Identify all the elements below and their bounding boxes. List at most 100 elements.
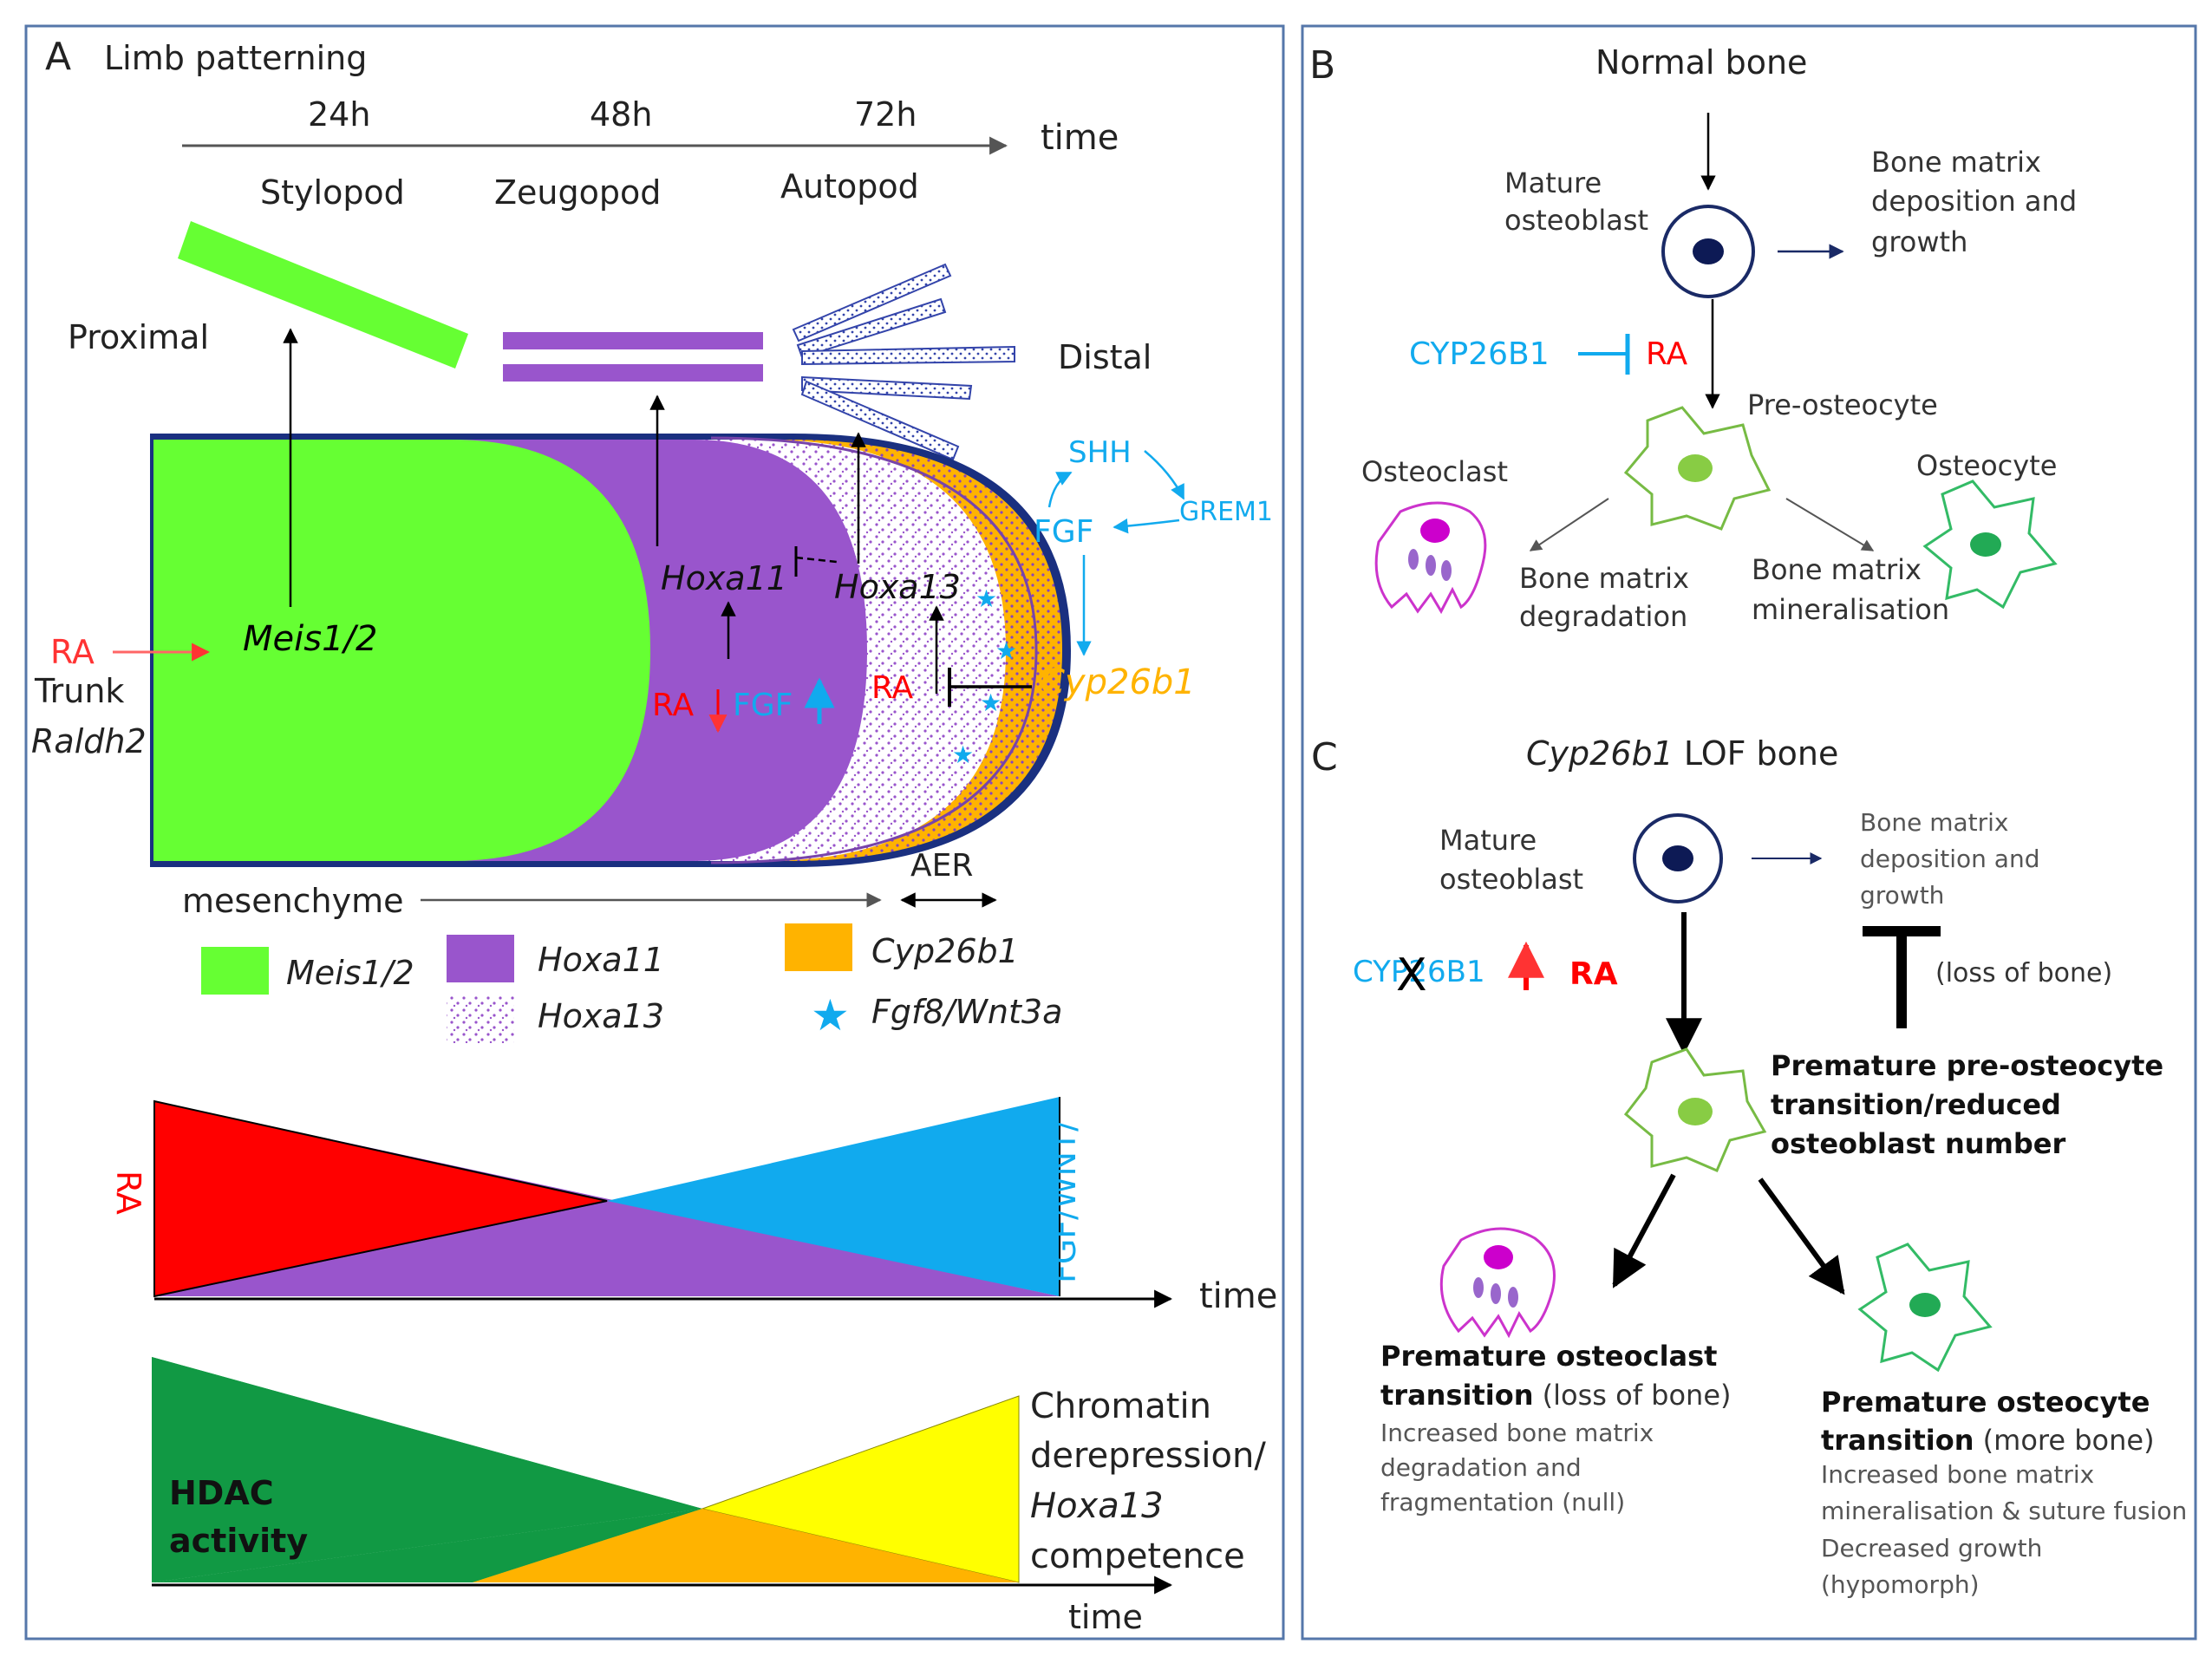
distal-label: Distal [1058, 338, 1152, 376]
b-deg-2: degradation [1519, 600, 1687, 633]
panel-b-letter: B [1309, 43, 1335, 88]
c-ocl-arrow [1612, 1173, 1676, 1288]
autopod-digits [792, 263, 1015, 461]
chrom-line1: Chromatin [1030, 1386, 1211, 1426]
c-ocy-5: Decreased growth [1821, 1534, 2042, 1562]
c-ocy-3: Increased bone matrix [1821, 1460, 2094, 1489]
hdac-line2: activity [169, 1522, 308, 1560]
c-matrix-1: Bone matrix [1860, 808, 2009, 837]
zeugopod-bone-1 [503, 332, 763, 349]
b-osteoclast: Osteoclast [1361, 455, 1508, 488]
b-preosteocyte-cell [1623, 406, 1772, 531]
c-preosteocyte-cell [1623, 1047, 1767, 1172]
c-matrix-2: deposition and [1860, 845, 2039, 873]
c-ocl-3: Increased bone matrix [1380, 1419, 1654, 1447]
chrom-line4: competence [1030, 1536, 1245, 1576]
b-matrix-3: growth [1871, 225, 1967, 258]
c-ocl-1: Premature osteoclast [1380, 1340, 1717, 1373]
c-cyp: CYP26B1 [1353, 955, 1485, 989]
panel-c-title: Cyp26b1 LOF bone [1526, 734, 1838, 773]
chrom-line3: Hoxa13 [1030, 1486, 1164, 1526]
timeline-label: time [1041, 118, 1119, 158]
timeline-72h: 72h [854, 95, 917, 134]
c-ocl-5: fragmentation (null) [1380, 1488, 1625, 1517]
b-min-1: Bone matrix [1752, 553, 1922, 586]
panel-c-letter: C [1311, 735, 1338, 780]
legend-fgf8-star: ★ [811, 990, 850, 1041]
b-osteoclast-cell [1374, 501, 1487, 615]
b-cyp: CYP26B1 [1409, 336, 1550, 372]
legend-fgf8: Fgf8/Wnt3a [871, 993, 1062, 1031]
legend-cyp: Cyp26b1 [871, 932, 1019, 970]
c-loss: (loss of bone) [1935, 958, 2112, 988]
aer-label: AER [910, 848, 973, 884]
c-ocy-arrow [1758, 1178, 1845, 1295]
b-osteocyte-cell [1922, 479, 2058, 610]
c-pre-3: osteoblast number [1771, 1127, 2065, 1160]
mesenchyme-label: mesenchyme [182, 882, 404, 920]
c-ra: RA [1569, 956, 1618, 992]
bud-fgf-mid: FGF [733, 688, 793, 723]
c-ocy-6: (hypomorph) [1821, 1570, 1980, 1599]
raldh2-label: Raldh2 [31, 722, 147, 760]
stylopod-bone [178, 221, 468, 369]
svg-text:★: ★ [980, 688, 1002, 717]
legend-hoxa13: Hoxa13 [538, 997, 664, 1035]
fgf-loop-label: FGF [1034, 514, 1093, 550]
c-inhibit-symbol [1863, 926, 1941, 1028]
b-preosteocyte: Pre-osteocyte [1747, 388, 1938, 421]
stylopod-label: Stylopod [260, 173, 405, 212]
zeugopod-bone-2 [503, 364, 763, 382]
hdac-line1: HDAC [169, 1474, 274, 1512]
c-ocl-4: degradation and [1380, 1453, 1582, 1482]
b-mature-1: Mature [1504, 166, 1602, 199]
bud-hoxa13-label: Hoxa13 [834, 568, 961, 606]
bud-boundary-line [710, 436, 1038, 864]
c-ocy-1: Premature osteocyte [1821, 1386, 2150, 1419]
b-mature-2: osteoblast [1504, 204, 1648, 237]
aer-stars: ★ ★ ★ ★ [952, 584, 1017, 769]
c-ocy-2: transition (more bone) [1821, 1424, 2155, 1457]
c-matrix-3: growth [1860, 881, 1944, 910]
c-mature-2: osteoblast [1439, 863, 1583, 896]
bud-meis-zone [152, 440, 650, 861]
c-osteocyte-cell [1857, 1243, 1993, 1373]
b-min-2: mineralisation [1752, 593, 1949, 626]
bud-meis-label: Meis1/2 [243, 619, 377, 659]
b-deg-1: Bone matrix [1519, 562, 1689, 595]
signal-loop-arrows [1047, 450, 1185, 656]
shh-label: SHH [1068, 435, 1132, 470]
bud-cyp-label: Cyp26b1 [1041, 662, 1196, 702]
bud-ra-distal: RA [871, 670, 914, 706]
legend-meis: Meis1/2 [286, 954, 414, 992]
legend-hoxa11-swatch [447, 935, 514, 982]
panel-a-title: Limb patterning [104, 39, 367, 77]
bud-hoxa11-label: Hoxa11 [661, 559, 787, 597]
proximal-label: Proximal [68, 318, 209, 356]
hdac-chromatin-gradient [152, 1357, 1020, 1583]
panel-a-letter: A [45, 35, 71, 79]
trunk-label: Trunk [34, 672, 124, 710]
b-deg-arrow [1529, 498, 1609, 551]
zeugopod-label: Zeugopod [494, 173, 661, 212]
chrom-line2: derepression/ [1030, 1436, 1266, 1476]
legend-hoxa13-swatch [447, 995, 514, 1043]
legend-meis-swatch [201, 947, 269, 995]
c-cyp-cross: X [1396, 949, 1427, 1001]
c-mature-1: Mature [1439, 824, 1537, 857]
b-min-arrow [1785, 498, 1875, 551]
b-matrix-1: Bone matrix [1871, 146, 2041, 179]
c-pre-2: transition/reduced [1771, 1088, 2061, 1121]
c-pre-1: Premature pre-osteocyte [1771, 1049, 2163, 1082]
bud-ra-mid: RA [652, 688, 695, 723]
timeline-48h: 48h [590, 95, 652, 134]
gradient2-time: time [1068, 1598, 1143, 1636]
svg-text:★: ★ [975, 584, 997, 613]
c-ocl-2: transition (loss of bone) [1380, 1379, 1732, 1412]
ra-fgf-gradient [153, 1097, 1060, 1298]
panel-bc-border [1301, 24, 2197, 1641]
panel-b-title: Normal bone [1595, 43, 1807, 82]
c-ocy-4: mineralisation & suture fusion [1821, 1497, 2187, 1525]
c-osteoclast-cell [1439, 1227, 1556, 1339]
